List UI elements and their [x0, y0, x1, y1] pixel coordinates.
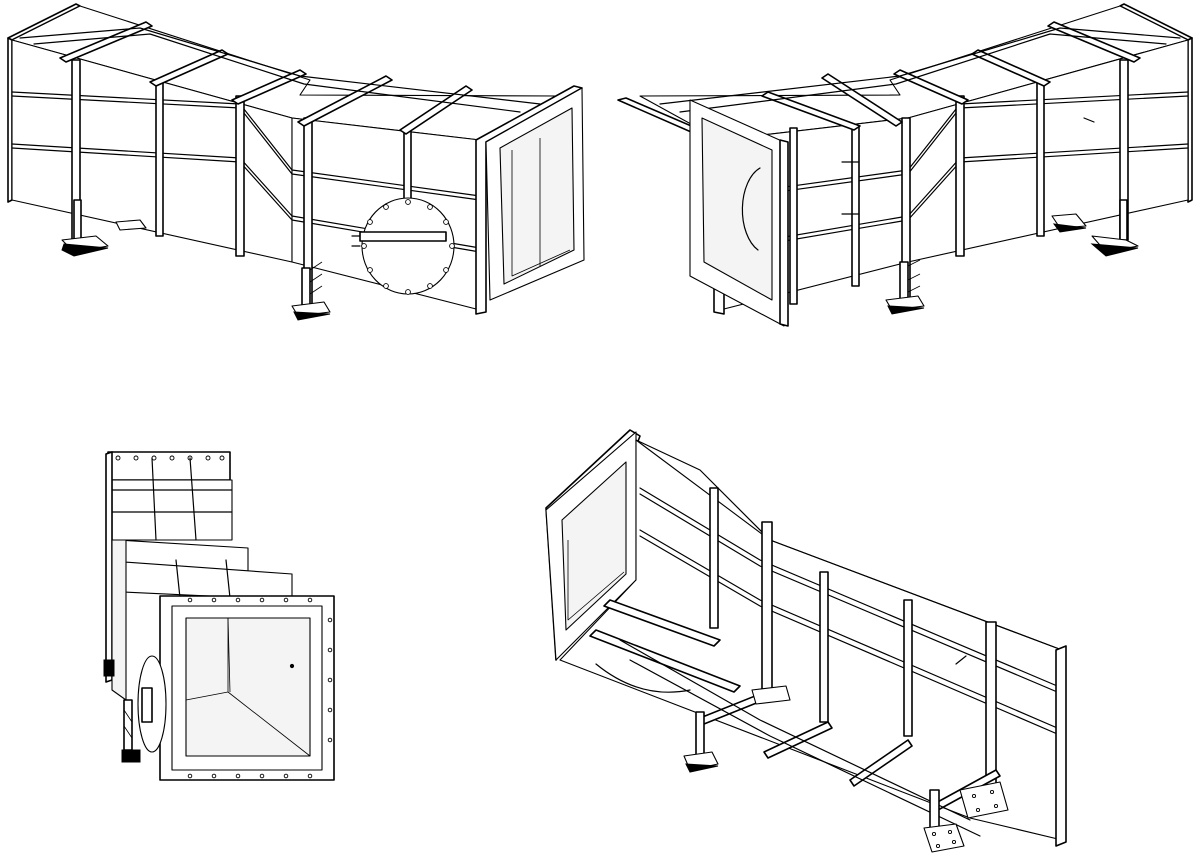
round-access-door [137, 655, 167, 753]
far-flange [107, 451, 231, 481]
near-flange-bolts [187, 597, 333, 779]
support-legs [885, 199, 1139, 315]
view-end [103, 451, 335, 781]
side-rail-lower [639, 529, 1063, 731]
outlet-opening [701, 117, 773, 301]
door-handle[interactable] [359, 231, 447, 242]
door-handle[interactable] [141, 687, 153, 723]
duct-section-far [111, 479, 233, 541]
round-access-door [595, 663, 691, 693]
outlet-opening [499, 107, 575, 285]
support-legs [683, 685, 1009, 853]
side-rail-lower [719, 143, 1189, 249]
right-flange-edge [1187, 37, 1193, 203]
view-front-right [617, 3, 1193, 327]
inner-door-outline [741, 167, 761, 251]
underside-cross-beams [589, 599, 1001, 837]
duct-opening [185, 617, 311, 757]
side-frames [709, 487, 997, 793]
inlet-opening [561, 461, 627, 631]
support-legs [61, 199, 331, 321]
side-rail-upper [11, 91, 481, 197]
side-rail-upper [639, 487, 1063, 689]
duct-section-near [123, 561, 293, 601]
top-cross-beams [761, 21, 1141, 131]
side-frames [789, 59, 1129, 309]
support-legs [103, 659, 141, 763]
view-front-left [7, 3, 585, 321]
end-flange [1055, 645, 1067, 847]
side-flange-strip [105, 451, 113, 683]
view-bottom [545, 429, 1067, 853]
left-flange-edge [7, 37, 13, 203]
side-rail-upper [719, 91, 1189, 197]
round-access-door [351, 197, 455, 295]
